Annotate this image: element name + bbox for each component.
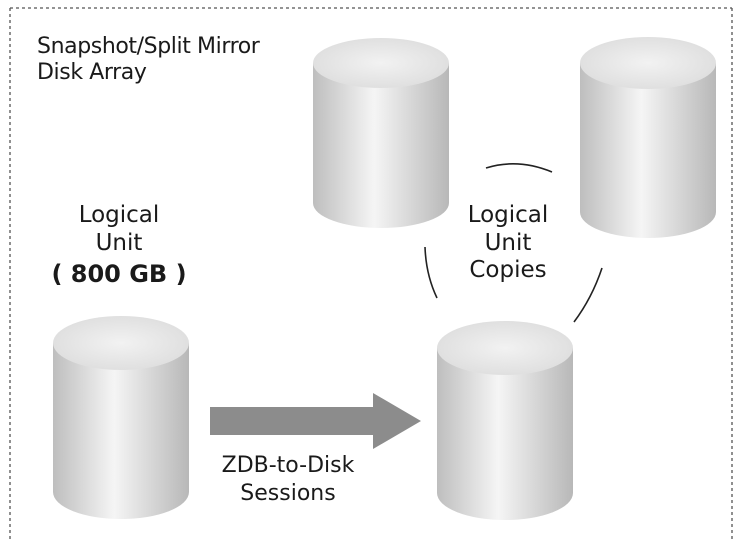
copies-label-line2: Unit bbox=[484, 229, 532, 256]
zdb-session-arrow bbox=[210, 393, 421, 449]
sessions-label-line1: ZDB-to-Disk bbox=[221, 453, 355, 478]
source-unit-capacity: ( 800 GB ) bbox=[51, 260, 187, 289]
source-disk bbox=[53, 316, 189, 519]
source-unit-label-line2: Unit bbox=[95, 229, 143, 256]
copy-disk-2 bbox=[580, 37, 716, 238]
sessions-label: ZDB-to-Disk Sessions bbox=[198, 452, 378, 507]
copy-disk-3 bbox=[437, 321, 573, 520]
copy-disk-1 bbox=[313, 38, 449, 228]
disk-array-label-line2: Disk Array bbox=[37, 59, 147, 85]
source-unit-label: Logical Unit ( 800 GB ) bbox=[44, 202, 194, 289]
sessions-label-line2: Sessions bbox=[240, 480, 336, 506]
copies-label: Logical Unit Copies bbox=[448, 202, 568, 285]
disk-array-boundary bbox=[9, 7, 733, 539]
copies-label-line3: Copies bbox=[469, 257, 547, 284]
copies-label-line1: Logical bbox=[467, 202, 549, 228]
source-unit-label-line1: Logical bbox=[78, 202, 160, 228]
copies-grouping-arcs bbox=[424, 163, 603, 323]
disk-array-label: Snapshot/Split Mirror Disk Array bbox=[37, 34, 260, 86]
disk-array-label-line1: Snapshot/Split Mirror bbox=[37, 34, 260, 59]
